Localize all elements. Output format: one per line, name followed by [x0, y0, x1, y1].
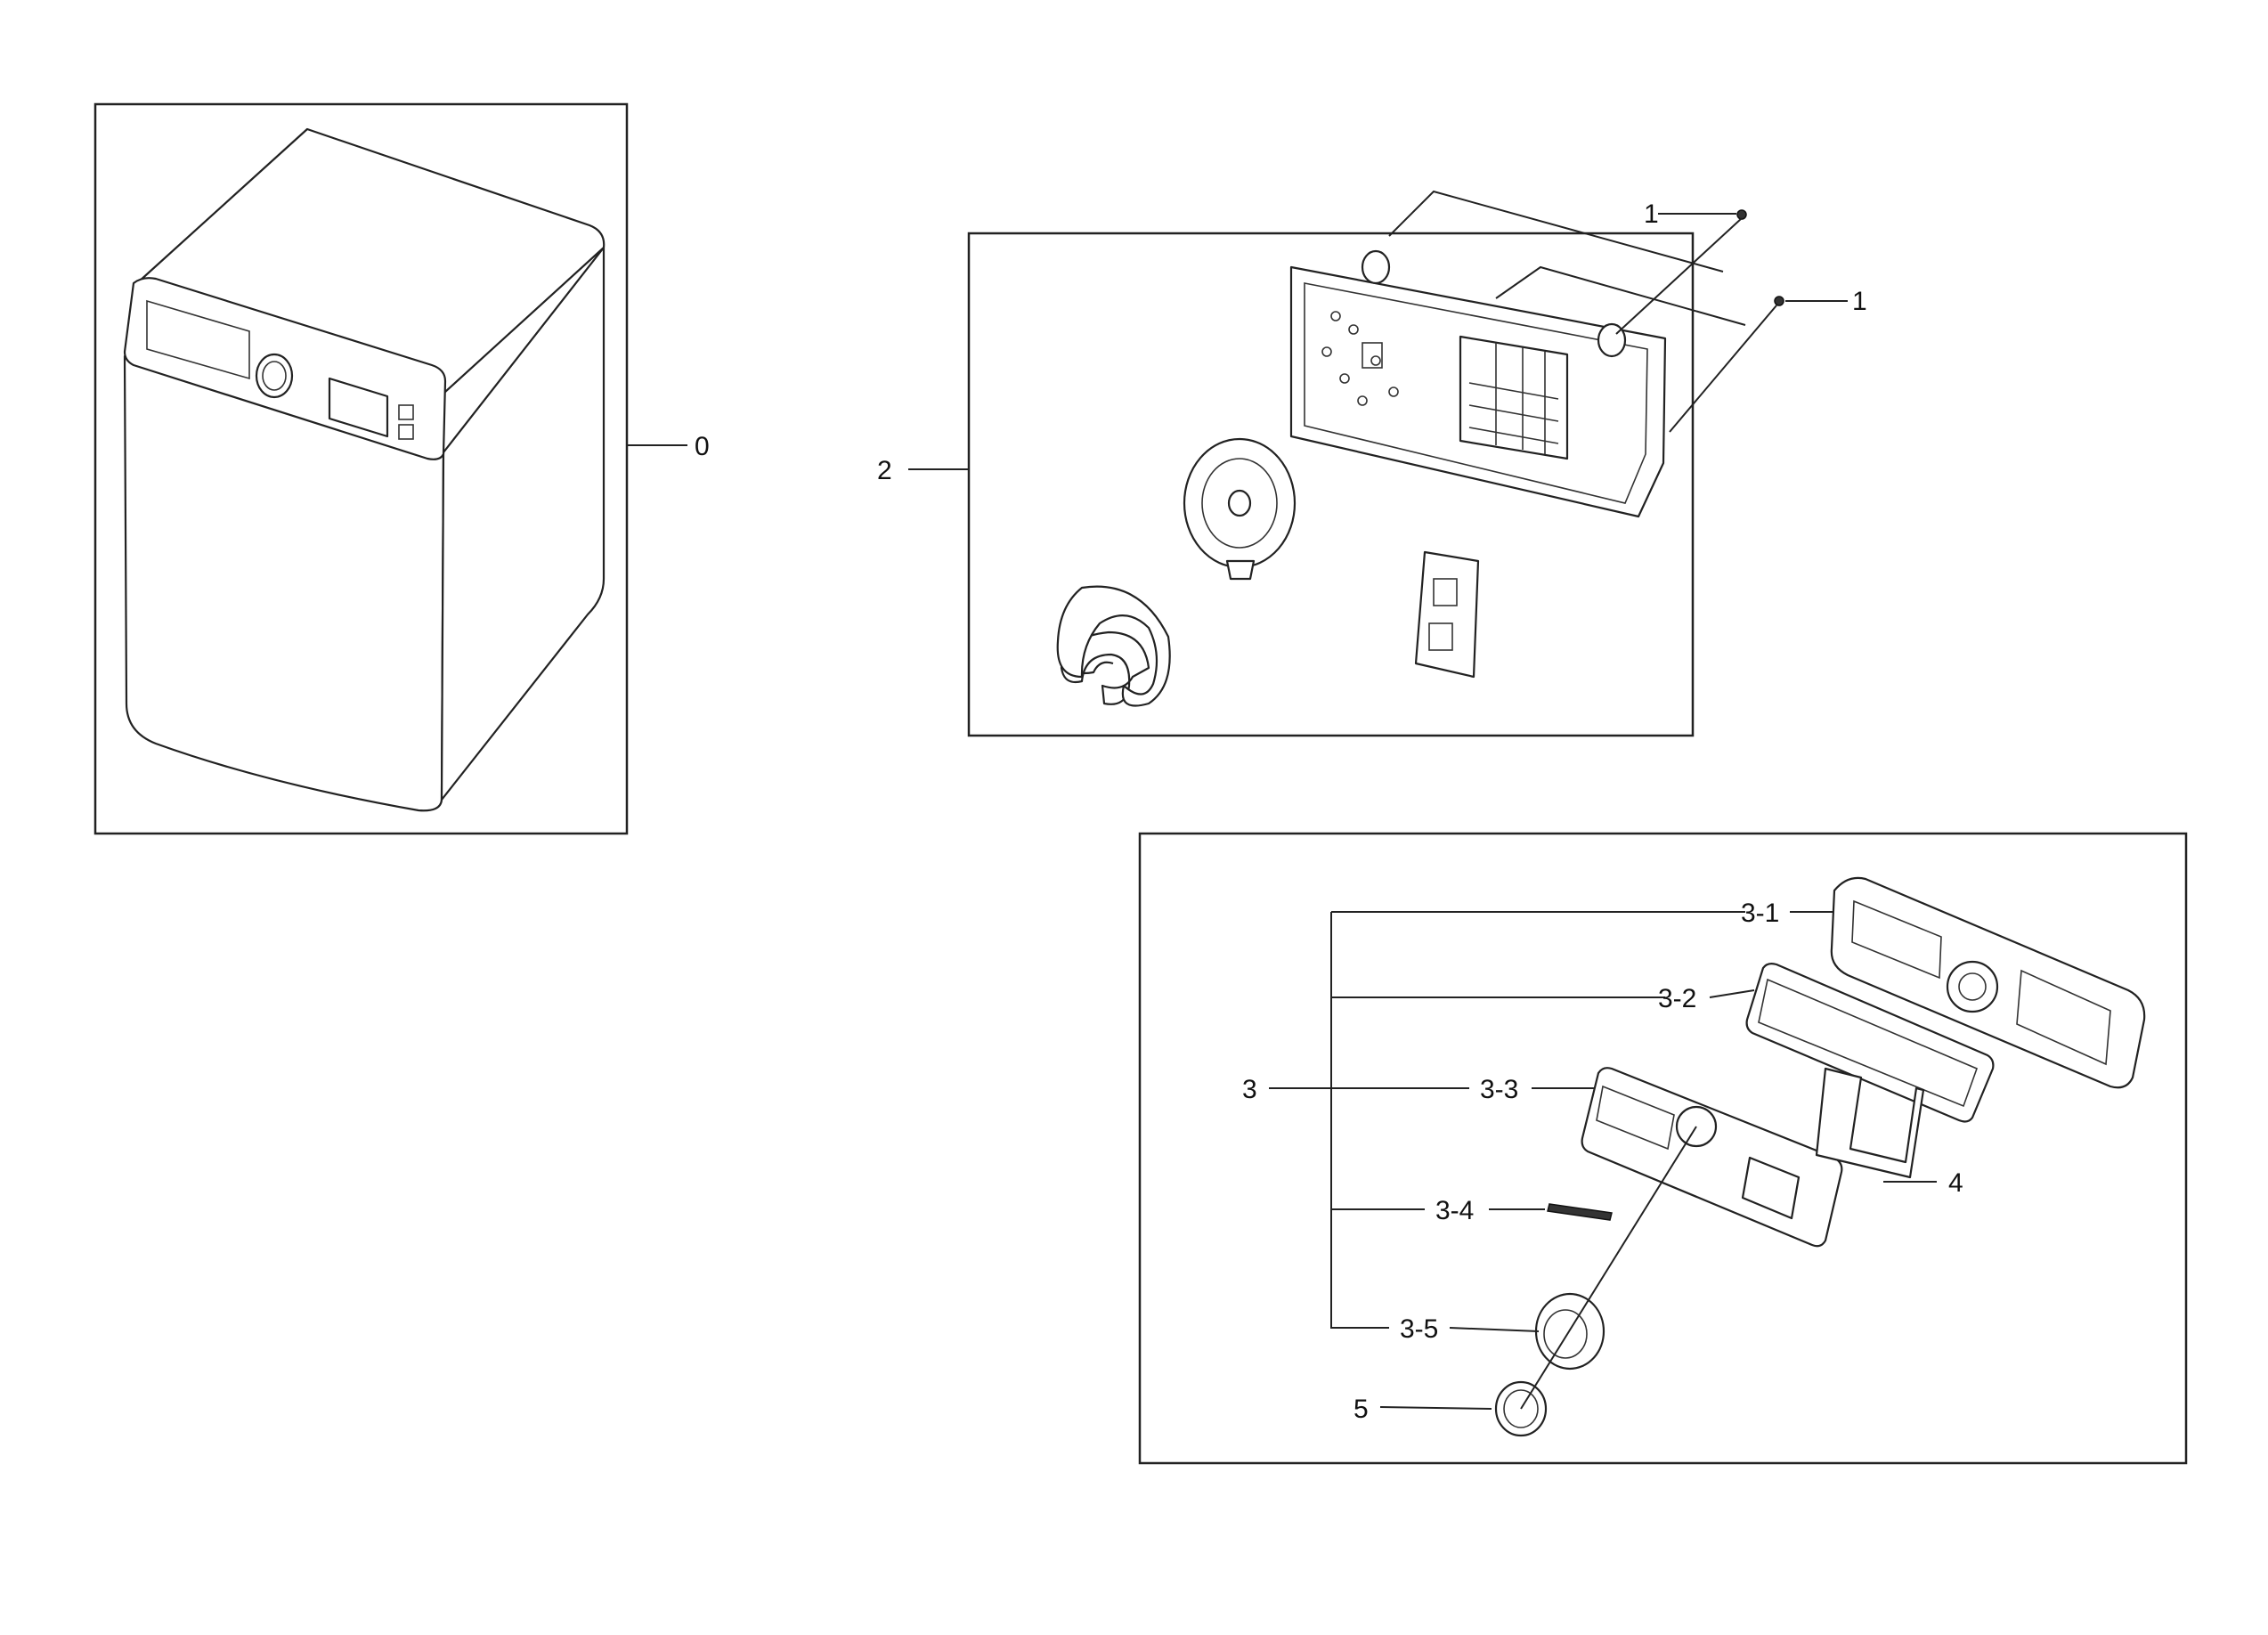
encoder-shaft: [1227, 489, 1252, 517]
callout-3-2: 3-2: [1658, 984, 1696, 1013]
panel-overlay-display: [1741, 1156, 1801, 1220]
encoder-gasket-c: [1056, 585, 1171, 707]
callout-3-4: 3-4: [1435, 1196, 1474, 1225]
pcb-relay: [1362, 342, 1383, 369]
pcb-hole: [1339, 373, 1350, 384]
callout-3-5: 3-5: [1400, 1314, 1438, 1344]
panel-overlay-window: [1596, 1085, 1675, 1151]
switch-module: [1414, 550, 1480, 679]
panel-spring: [1547, 1203, 1613, 1221]
washer-assembly-group: 0: [93, 102, 710, 835]
switch-button-b: [1428, 622, 1453, 651]
leader-3-5: [1449, 1327, 1540, 1332]
panel-frame-window: [1851, 899, 2111, 1066]
pcb-connector-block: [1459, 335, 1569, 460]
encoder-tab: [1225, 559, 1256, 581]
leader-5-rod: [1520, 1126, 1697, 1410]
washer-button-b: [398, 424, 414, 440]
leader-3-2: [1709, 989, 1755, 998]
washer-button-a: [398, 404, 414, 420]
callout-0: 0: [695, 432, 710, 461]
callout-1b: 1: [1852, 287, 1867, 316]
pcb-screw-1: [1736, 209, 1747, 220]
washer-dial-ring: [262, 361, 287, 391]
washer-cabinet-front: [123, 354, 445, 812]
panel-window: [1745, 963, 1995, 1123]
pcb-hole: [1370, 355, 1381, 366]
panel-clip: [1815, 1067, 1925, 1179]
dial-cap-inner: [1503, 1389, 1539, 1428]
washer-frame: [93, 102, 629, 835]
pcb-hole: [1388, 386, 1399, 397]
pcb-connector-grid: [1468, 343, 1559, 454]
panel-frame: [1138, 832, 2188, 1465]
pcb-frame: [967, 232, 1695, 737]
washer-dial-knob: [255, 353, 294, 399]
leader-5: [1379, 1406, 1492, 1410]
washer-panel-window: [146, 299, 250, 380]
panel-window-inner: [1758, 978, 1979, 1108]
callout-3-1: 3-1: [1741, 899, 1779, 928]
panel-frame-dial-inner: [1958, 972, 1987, 1001]
pcb-hole: [1321, 346, 1332, 357]
leader-1-bracket-top: [1388, 190, 1746, 326]
washer-display: [328, 377, 389, 438]
encoder-ring: [1201, 458, 1278, 549]
pcb-screw-2: [1774, 296, 1784, 306]
pcb-tray-inner: [1304, 282, 1648, 504]
panel-knob-inner: [1543, 1309, 1588, 1359]
panel-overlay: [1581, 1067, 1843, 1248]
panel-frame-dial-seat: [1946, 960, 1999, 1013]
pcb-holes: [1321, 311, 1399, 406]
callout-5: 5: [1353, 1395, 1369, 1424]
leader-3-bracket: [1330, 911, 1745, 1329]
callout-3: 3: [1242, 1075, 1257, 1104]
washer-cabinet-side: [440, 246, 606, 801]
callout-1a: 1: [1644, 199, 1659, 229]
callout-3-3: 3-3: [1480, 1075, 1518, 1104]
callout-4: 4: [1948, 1168, 1963, 1198]
pcb-hole: [1357, 395, 1368, 406]
leader-1a-screw: [1615, 217, 1743, 335]
pcb-hole: [1348, 324, 1359, 335]
pcb-hole: [1330, 311, 1341, 321]
callout-2: 2: [877, 456, 892, 485]
pcb-assembly-group: 1 1 2: [877, 190, 1867, 737]
switch-button-a: [1433, 578, 1458, 606]
leader-1b-screw: [1669, 305, 1777, 433]
pcb-lug-left: [1361, 249, 1391, 285]
panel-assembly-group: 3 3-1 3-2 3-3 3-4 3-5 4: [1138, 832, 2188, 1465]
